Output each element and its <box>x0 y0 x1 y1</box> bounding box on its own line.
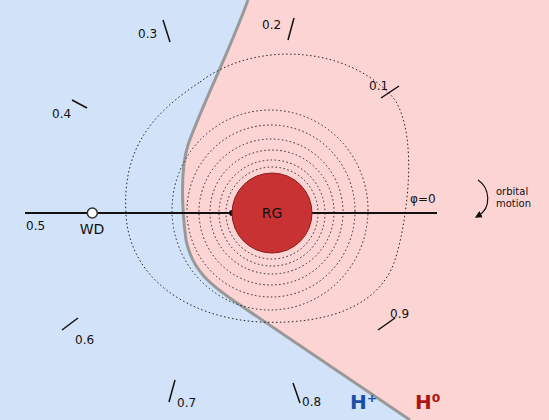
star-label: WD <box>77 222 108 236</box>
phase-label: 0.4 <box>52 108 71 120</box>
red-giant: RG <box>230 171 314 255</box>
phase-label: 0.9 <box>390 308 409 320</box>
orbit-axis <box>97 212 232 214</box>
density-contours <box>126 54 409 322</box>
region-label: H⁰ <box>415 392 441 412</box>
ionization-front <box>183 0 411 420</box>
phase-ticks <box>62 18 399 403</box>
orbit-axis <box>312 212 437 214</box>
phase-label: 0.2 <box>262 19 281 31</box>
phase-label: 0.1 <box>369 80 388 92</box>
motion-note: orbital motion <box>496 186 542 209</box>
orbit-axis <box>25 212 87 214</box>
region-label: H⁺ <box>350 392 377 412</box>
white-dwarf: WD <box>77 206 108 238</box>
phase-label: φ=0 <box>410 193 436 205</box>
phase-label: 0.3 <box>138 28 157 40</box>
phase-label: 0.7 <box>177 397 196 409</box>
orbital-motion-arrow <box>478 180 488 216</box>
neutral-region <box>183 0 549 420</box>
phase-label: 0.6 <box>75 334 94 346</box>
phase-label: 0.5 <box>26 220 45 232</box>
star-label: RG <box>230 206 314 220</box>
phase-label: 0.8 <box>302 396 321 408</box>
